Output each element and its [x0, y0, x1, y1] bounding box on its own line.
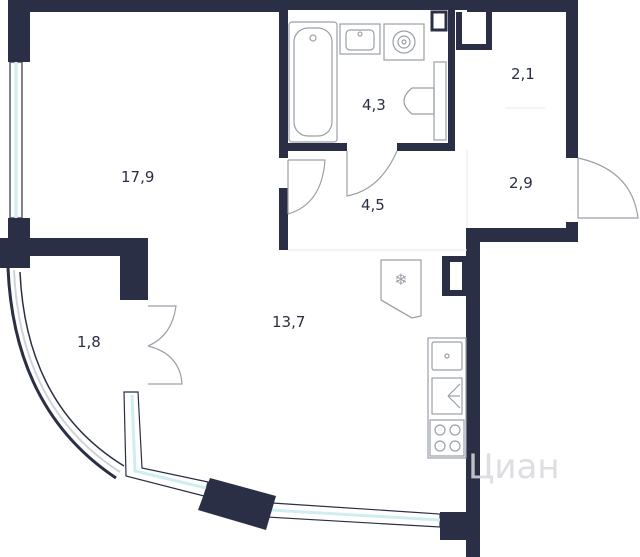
- loggia-glazing: [6, 267, 125, 480]
- kitchen-counter: [427, 337, 467, 459]
- sink-icon: [339, 23, 381, 55]
- bathroom-area-label: 4,3: [362, 96, 386, 114]
- walls: [0, 0, 578, 557]
- kitchen-window: [123, 391, 441, 528]
- hall-area-label: 4,5: [361, 196, 385, 214]
- dishwasher-icon: [431, 377, 463, 415]
- bedroom-window: [9, 61, 23, 219]
- doors: [147, 150, 639, 385]
- vestibule-area-label: 2,9: [509, 174, 533, 192]
- closet-area-label: 2,1: [511, 65, 535, 83]
- loggia-area-label: 1,8: [77, 333, 101, 351]
- kitchen-sink-icon: [431, 341, 463, 371]
- svg-text:❄: ❄: [394, 270, 407, 289]
- bedroom-area-label: 17,9: [121, 168, 154, 186]
- kitchen-area-label: 13,7: [272, 313, 305, 331]
- bathtub-icon: [288, 21, 338, 143]
- fridge-icon: ❄: [380, 259, 422, 319]
- washing-machine-icon: [383, 23, 425, 61]
- watermark: Циан: [468, 447, 560, 487]
- partitions: [288, 107, 545, 251]
- toilet-icon: [403, 61, 447, 141]
- hob-icon: [429, 419, 465, 457]
